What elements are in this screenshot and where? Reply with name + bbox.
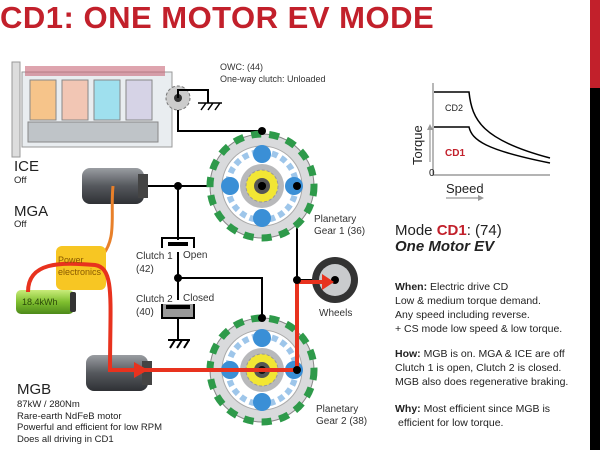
when-line: Electric drive CD xyxy=(430,281,509,293)
torque-speed-graph xyxy=(427,83,551,201)
mode-heading: Mode CD1: (74) xyxy=(395,222,502,240)
owc-id: OWC: (44) xyxy=(220,62,264,72)
clutch-2 xyxy=(161,304,195,319)
gear-1-line2: Gear 1 (36) xyxy=(314,226,366,237)
why-line: efficient for low torque. xyxy=(398,417,504,429)
how-line: Clutch 1 is open, Clutch 2 is closed. xyxy=(395,362,562,374)
accent-bar xyxy=(590,0,600,88)
how-line: MGB is on. MGA & ICE are off xyxy=(423,348,565,360)
power-flow-arrowhead xyxy=(322,274,334,290)
when-line: Any speed including reverse. xyxy=(395,309,530,321)
wheels-label: Wheels xyxy=(319,308,353,319)
side-bar xyxy=(590,88,600,450)
clutch-1-label: Clutch 1 (42) xyxy=(136,250,173,276)
mgb-motor-icon xyxy=(86,355,152,391)
when-section: When: Electric drive CD Low & medium tor… xyxy=(395,280,562,336)
clutch-2-state: Closed xyxy=(183,293,215,304)
power-electronics-box xyxy=(56,246,106,290)
wheel-icon xyxy=(312,257,358,303)
gear-2-line1: Planetary xyxy=(316,404,359,415)
how-label: How: xyxy=(395,348,421,360)
mode-number: : (74) xyxy=(466,222,502,239)
mgb-arrowhead xyxy=(134,362,148,378)
why-line: Most efficient since MGB is xyxy=(423,403,551,415)
origin-label: 0 xyxy=(429,168,435,179)
when-line: Low & medium torque demand. xyxy=(395,295,541,307)
cd2-curve xyxy=(434,91,551,159)
clutch-2-name: Clutch 2 xyxy=(136,294,173,305)
when-line: + CS mode low speed & low torque. xyxy=(395,323,563,335)
clutch-1-state: Open xyxy=(183,250,208,261)
mga-motor-icon xyxy=(82,168,148,204)
clutch-2-label: Clutch 2 (40) xyxy=(136,293,173,319)
mgb-spec: 87kW / 280Nm xyxy=(17,399,80,410)
mgb-spec: Powerful and efficient for low RPM xyxy=(17,422,163,433)
why-section: Why: Most efficient since MGB is efficie… xyxy=(395,402,550,430)
why-label: Why: xyxy=(395,403,421,415)
gear-2-line2: Gear 2 (38) xyxy=(316,416,368,427)
how-line: MGB also does regenerative braking. xyxy=(395,376,569,388)
battery-icon xyxy=(16,290,76,314)
gear-2-label: Planetary Gear 2 (38) xyxy=(316,404,367,428)
cd1-curve xyxy=(434,126,551,164)
mgb-label: MGB xyxy=(17,381,52,398)
mga-label: MGA xyxy=(14,203,49,220)
when-label: When: xyxy=(395,281,428,293)
mgb-specs: 87kW / 280Nm Rare-earth NdFeB motor Powe… xyxy=(17,399,162,445)
clutch-1-id: (42) xyxy=(136,264,154,275)
speed-axis-label: Speed xyxy=(446,181,484,196)
clutch-1-name: Clutch 1 xyxy=(136,251,173,262)
mode-name: One Motor EV xyxy=(395,238,495,255)
mga-state: Off xyxy=(14,219,27,230)
mgb-spec: Does all driving in CD1 xyxy=(17,433,114,445)
mgb-spec: Rare-earth NdFeB motor xyxy=(17,410,122,422)
engine-icon xyxy=(11,61,173,158)
mode-prefix: Mode xyxy=(395,222,437,239)
torque-axis-label: Torque xyxy=(410,125,425,165)
how-section: How: MGB is on. MGA & ICE are off Clutch… xyxy=(395,347,568,389)
cd2-label: CD2 xyxy=(445,103,464,113)
ice-label: ICE xyxy=(14,158,40,175)
battery-label: 18.4kWh xyxy=(22,297,58,307)
cd1-label: CD1 xyxy=(445,148,466,159)
ice-state: Off xyxy=(14,175,27,186)
clutch-2-id: (40) xyxy=(136,307,154,318)
junction-nodes xyxy=(174,127,301,374)
power-electronics-label: Power electronics xyxy=(58,255,102,277)
owc-state: One-way clutch: Unloaded xyxy=(220,74,326,84)
gear-1-label: Planetary Gear 1 (36) xyxy=(314,214,365,238)
gear-1-line1: Planetary xyxy=(314,214,357,225)
clutch-1 xyxy=(161,237,195,248)
page-title: CD1: ONE MOTOR EV MODE xyxy=(0,0,435,35)
owc-label: OWC: (44) One-way clutch: Unloaded xyxy=(220,61,326,85)
one-way-clutch-icon xyxy=(165,85,222,111)
mode-code: CD1 xyxy=(436,222,467,239)
power-flow-arrow xyxy=(26,261,322,372)
